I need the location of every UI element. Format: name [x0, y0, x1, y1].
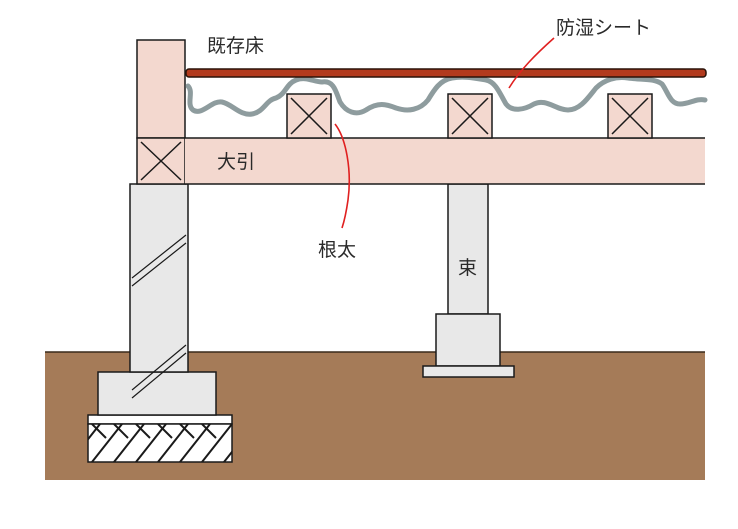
gravel-base: [87, 414, 233, 463]
moisture-sheet: [185, 74, 708, 117]
leader-line-joist: [334, 123, 351, 229]
girder: [185, 137, 705, 185]
sill-block: [136, 137, 186, 185]
joist: [286, 93, 332, 139]
wall-column: [136, 39, 186, 139]
label-post: 束: [458, 257, 477, 279]
post-base-stone: [422, 313, 515, 378]
foundation-footing: [97, 371, 217, 416]
joist: [607, 93, 653, 139]
label-girder: 大引: [217, 151, 255, 173]
label-moisture-sheet: 防湿シート: [556, 17, 651, 39]
existing-floor-board: [185, 68, 707, 78]
label-joist: 根太: [318, 239, 356, 261]
label-existing-floor: 既存床: [207, 35, 264, 57]
leader-line-moisture-sheet: [508, 37, 555, 89]
joist: [447, 93, 493, 139]
floor-post: [447, 183, 489, 315]
foundation-wall: [129, 183, 189, 399]
